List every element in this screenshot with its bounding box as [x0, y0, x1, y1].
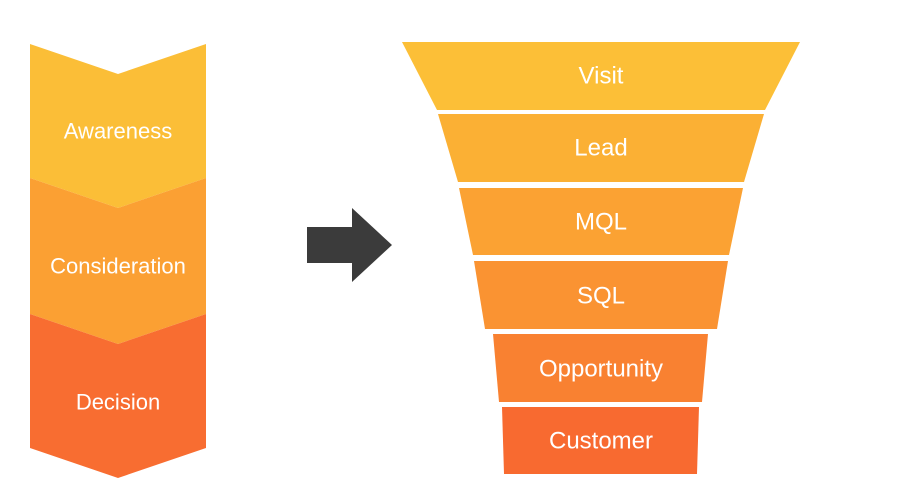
stage-consideration-label: Consideration	[50, 254, 186, 279]
funnel-level-opportunity-label: Opportunity	[539, 356, 663, 383]
funnel-level-mql-label: MQL	[575, 209, 627, 236]
stage-decision-shape	[30, 314, 206, 478]
funnel-level-opportunity-shape	[493, 334, 708, 402]
funnel-level-lead-label: Lead	[574, 135, 627, 162]
buyer-journey-column: Awareness Consideration Decision	[30, 44, 206, 478]
funnel-level-visit-shape	[402, 42, 800, 110]
right-arrow-icon	[307, 208, 392, 282]
stage-awareness-label: Awareness	[64, 119, 172, 144]
stage-consideration-shape	[30, 178, 206, 344]
stage-decision-label: Decision	[76, 390, 160, 415]
funnel-level-sql-shape	[474, 261, 728, 329]
funnel-level-customer-shape	[502, 407, 699, 474]
stage-awareness-shape	[30, 44, 206, 208]
marketing-funnel: Visit Lead MQL SQL Opportunity Customer	[402, 42, 800, 474]
funnel-level-sql-label: SQL	[577, 283, 625, 310]
funnel-level-customer-label: Customer	[549, 428, 653, 455]
funnel-level-lead-shape	[438, 114, 764, 182]
funnel-level-mql-shape	[459, 188, 743, 255]
funnel-level-visit-label: Visit	[579, 63, 624, 90]
